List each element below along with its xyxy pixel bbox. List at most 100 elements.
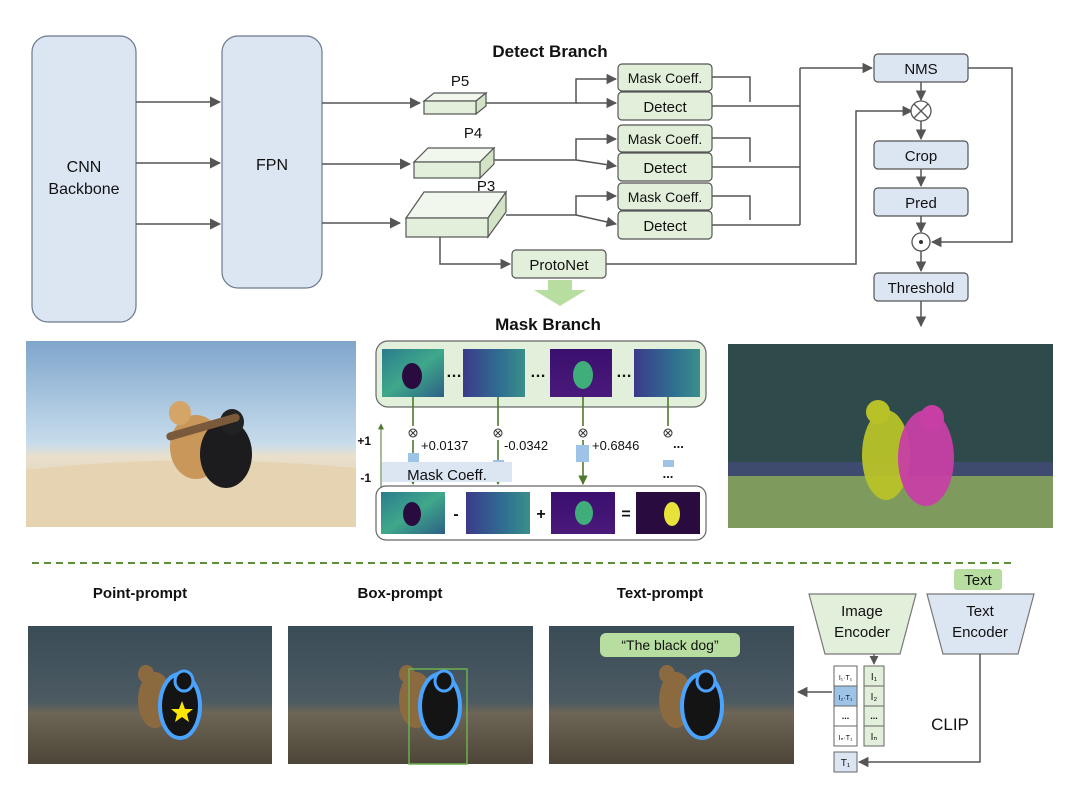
- threshold-label: Threshold: [888, 280, 955, 297]
- prototype-4: [634, 349, 700, 397]
- text-prompt-title: Text-prompt: [617, 585, 703, 602]
- prototype-1-blob: [402, 363, 422, 389]
- mask-branch-title: Mask Branch: [495, 315, 601, 334]
- box-prompt-image: [288, 626, 533, 765]
- text-feature-cell: [833, 751, 858, 773]
- fpn-to-pyramid-arrows: [322, 97, 422, 229]
- point-prompt-image: [28, 626, 272, 764]
- text-query-label: “The black dog”: [621, 637, 719, 653]
- coeff-bar-1: [408, 453, 419, 462]
- similarity-label-1: I₁·T₁: [839, 675, 853, 682]
- point-prompt-star-icon: [171, 701, 193, 722]
- detect-label-p4: Detect: [643, 160, 687, 177]
- prototype-3-blob: [573, 361, 593, 389]
- similarity-label-3: ...: [842, 711, 850, 721]
- coeff-bar-3: [576, 445, 589, 462]
- coeff-bar-4-ellipsis: ...: [663, 466, 674, 481]
- p3-feature-block: [404, 190, 508, 239]
- text-query-pill: [600, 633, 740, 657]
- prototype-2: [463, 349, 525, 397]
- cnn-backbone-label-line1: CNN: [67, 159, 102, 176]
- prototypes-panel: [375, 340, 707, 408]
- text-prompt-image: “The black dog”: [549, 626, 794, 764]
- coeff-scale-bottom: -1: [360, 471, 371, 485]
- similarity-cell-4: [833, 725, 858, 747]
- assembly-3-blob: [575, 501, 593, 525]
- nms-label: NMS: [904, 61, 937, 78]
- assembly-op-minus: -: [453, 506, 458, 523]
- similarity-label-4: Iₙ·T₁: [839, 735, 853, 742]
- cnn-backbone-box: [31, 35, 137, 323]
- coefficient-multiply-icons: [408, 428, 673, 438]
- fpn-label: FPN: [256, 157, 288, 174]
- coeff-value-3: +0.6846: [592, 438, 639, 453]
- mask-coeff-label-p3: Mask Coeff.: [628, 189, 702, 205]
- dot-product-icon-center: [919, 240, 923, 244]
- detect-branch-title: Detect Branch: [492, 42, 607, 61]
- mask-coeff-band-label: Mask Coeff.: [407, 467, 487, 484]
- segmentation-output-photo: [728, 344, 1053, 528]
- p4-feature-block: [412, 146, 496, 180]
- image-feature-label-2: I₂: [871, 692, 878, 703]
- nms-to-dot-skip-arrow: [930, 67, 1013, 248]
- assembly-op-equals: =: [621, 506, 630, 523]
- coeff-value-2: -0.0342: [504, 438, 548, 453]
- prototype-ellipsis-1: …: [446, 364, 462, 381]
- heads-to-nms-connectors: [712, 62, 874, 226]
- multiply-icon-stroke-b: [913, 103, 929, 119]
- prototype-thumbnails: … … …: [382, 349, 700, 397]
- mask-coeff-band: [382, 462, 512, 482]
- similarity-label-2: I₂·T₁: [839, 695, 853, 702]
- cnn-backbone-label-line2: Backbone: [48, 181, 119, 198]
- assembly-result-blob: [664, 502, 680, 526]
- coeff-bar-4: [663, 460, 674, 467]
- image-encoder-label-line1: Image: [841, 603, 883, 620]
- text-tag: [954, 569, 1002, 590]
- text-encoder-to-feature-arrow: [857, 654, 981, 768]
- protonet-label: ProtoNet: [529, 257, 589, 274]
- clip-label: CLIP: [931, 715, 969, 734]
- image-feature-column: I₁ I₂ ... Iₙ: [863, 665, 885, 747]
- text-encoder-label-line1: Text: [966, 603, 994, 620]
- p4-label: P4: [464, 125, 482, 142]
- fpn-box: [221, 35, 323, 289]
- text-tag-label: Text: [964, 572, 992, 589]
- image-feature-label-3: ...: [870, 711, 878, 721]
- mask-coeff-label-p4: Mask Coeff.: [628, 131, 702, 147]
- assembly-2: [466, 492, 530, 534]
- pred-label: Pred: [905, 195, 937, 212]
- coeff-value-4: ...: [673, 436, 684, 451]
- pyramid-to-head-connectors: [486, 73, 618, 228]
- text-encoder-label-line2: Encoder: [952, 624, 1008, 641]
- detect-label-p3: Detect: [643, 218, 687, 235]
- p5-feature-block: [422, 91, 488, 116]
- p5-label: P5: [451, 73, 469, 90]
- p3-label: P3: [477, 178, 495, 195]
- head-p3: Mask Coeff. Detect: [617, 182, 713, 240]
- input-photo: [26, 341, 356, 527]
- assembly-thumbnails: - + =: [381, 492, 700, 534]
- text-feature-label: T₁: [841, 758, 851, 769]
- assembly-op-plus: +: [536, 506, 545, 523]
- box-prompt-title: Box-prompt: [358, 585, 443, 602]
- assembly-1-blob: [403, 502, 421, 526]
- protonet-to-multiply-arrow: [606, 105, 914, 265]
- prototype-ellipsis-2: …: [530, 364, 546, 381]
- image-feature-label-1: I₁: [871, 672, 878, 683]
- p3-to-protonet-arrow: [439, 237, 512, 270]
- box-prompt-bbox: [408, 668, 468, 765]
- assembly-panel: [375, 485, 707, 541]
- crop-label: Crop: [905, 148, 938, 165]
- protonet-to-mask-branch-arrow: [534, 280, 586, 306]
- mask-coeff-label-p5: Mask Coeff.: [628, 70, 702, 86]
- head-p4: Mask Coeff. Detect: [617, 124, 713, 182]
- coeff-value-1: +0.0137: [421, 438, 468, 453]
- detect-label-p5: Detect: [643, 99, 687, 116]
- text-encoder-box: [926, 593, 1035, 655]
- image-encoder-box: [808, 593, 917, 655]
- image-encoder-label-line2: Encoder: [834, 624, 890, 641]
- image-feature-label-4: Iₙ: [871, 732, 878, 743]
- similarity-column: I₁·T₁ I₂·T₁ ... Iₙ·T₁: [833, 665, 858, 747]
- head-p5: Mask Coeff. Detect: [617, 63, 713, 121]
- coeff-scale-top: +1: [357, 434, 371, 448]
